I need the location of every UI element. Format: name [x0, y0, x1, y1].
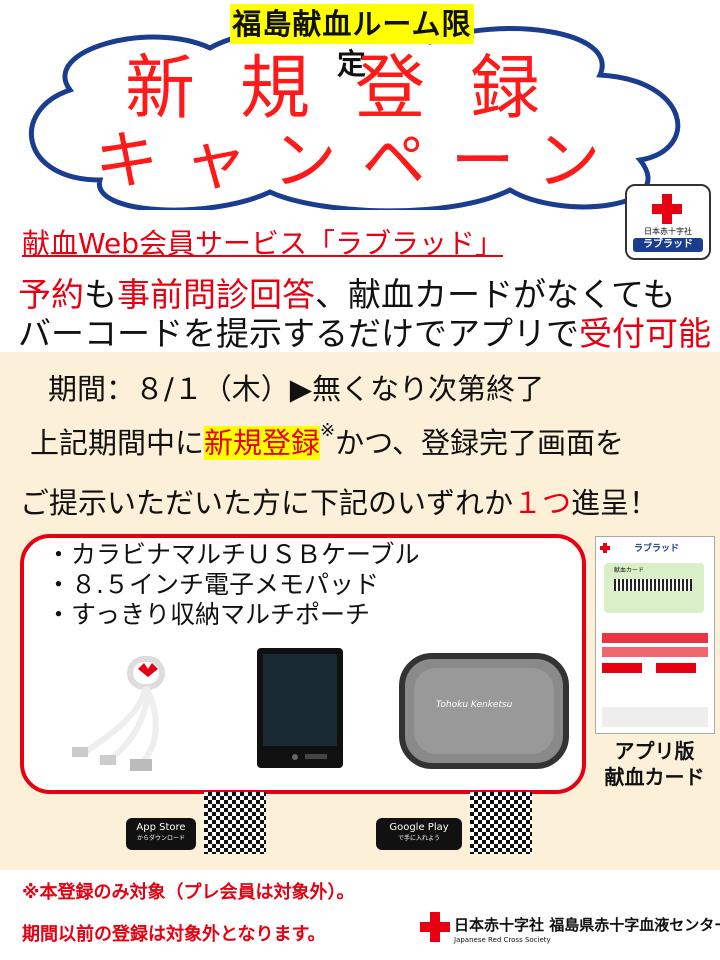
usb-cable-image — [72, 656, 165, 771]
prize-item: ・カラビナマルチＵＳＢケーブル — [46, 540, 420, 569]
app-store-badge[interactable]: App Store からダウンロード — [126, 818, 196, 850]
title-line-1: 新規登録 — [125, 47, 585, 129]
org-name: 日本赤十字社 福島県赤十字血液センター — [454, 916, 720, 934]
org-logo: 日本赤十字社 福島県赤十字血液センター Japanese Red Cross S… — [420, 912, 720, 952]
condition-line-1: 上記期間中に新規登録※かつ、登録完了画面を — [30, 420, 624, 460]
org-name-en: Japanese Red Cross Society — [454, 936, 551, 944]
google-play-qr-code — [470, 792, 532, 854]
condition-line-2: ご提示いただいた方に下記のいずれか１つ進呈！ — [20, 486, 659, 520]
memo-pad-image — [257, 648, 343, 768]
google-play-badge[interactable]: Google Play で手に入れよう — [376, 818, 462, 850]
loveblood-app-icon: 日本赤十字社 ラブラッド — [625, 184, 711, 260]
prize-item: ・すっきり収納マルチポーチ — [46, 600, 371, 629]
app-card-label: アプリ版献血カード — [604, 739, 705, 789]
app-screen-image: ラブラッド 献血カード — [595, 536, 715, 734]
red-cross-icon — [600, 543, 610, 553]
title-line-2: キャンペーン — [94, 125, 626, 199]
phone-card-label: 献血カード — [614, 567, 645, 574]
prize-item: ・８.５インチ電子メモパッド — [46, 570, 379, 599]
red-cross-icon — [652, 194, 682, 224]
pouch-image — [399, 653, 569, 769]
footnote-1: ※本登録のみ対象（プレ会員は対象外）。 — [22, 882, 355, 903]
app-store-qr-code — [204, 792, 266, 854]
campaign-period: 期間：８/１（木）▶無くなり次第終了 — [48, 372, 545, 406]
app-icon-org: 日本赤十字社 — [644, 227, 692, 236]
pouch-logo-text: Tohoku Kenketsu — [436, 700, 513, 710]
intro-line-1: 予約も事前問診回答、献血カードがなくても — [18, 275, 676, 314]
service-heading: 献血Web会員サービス「ラブラッド」 — [22, 227, 504, 260]
red-cross-icon — [420, 912, 450, 942]
app-icon-name: ラブラッド — [633, 238, 703, 252]
intro-line-2: バーコードを提示するだけでアプリで受付可能 — [18, 314, 711, 353]
barcode — [614, 579, 692, 591]
footnote-2: 期間以前の登録は対象外となります。 — [22, 924, 326, 945]
phone-app-title: ラブラッド — [634, 544, 680, 554]
prize-list: ・カラビナマルチＵＳＢケーブル ・８.５インチ電子メモパッド ・すっきり収納マル… — [46, 540, 420, 630]
campaign-tag: 福島献血ルーム限定 — [230, 4, 474, 81]
